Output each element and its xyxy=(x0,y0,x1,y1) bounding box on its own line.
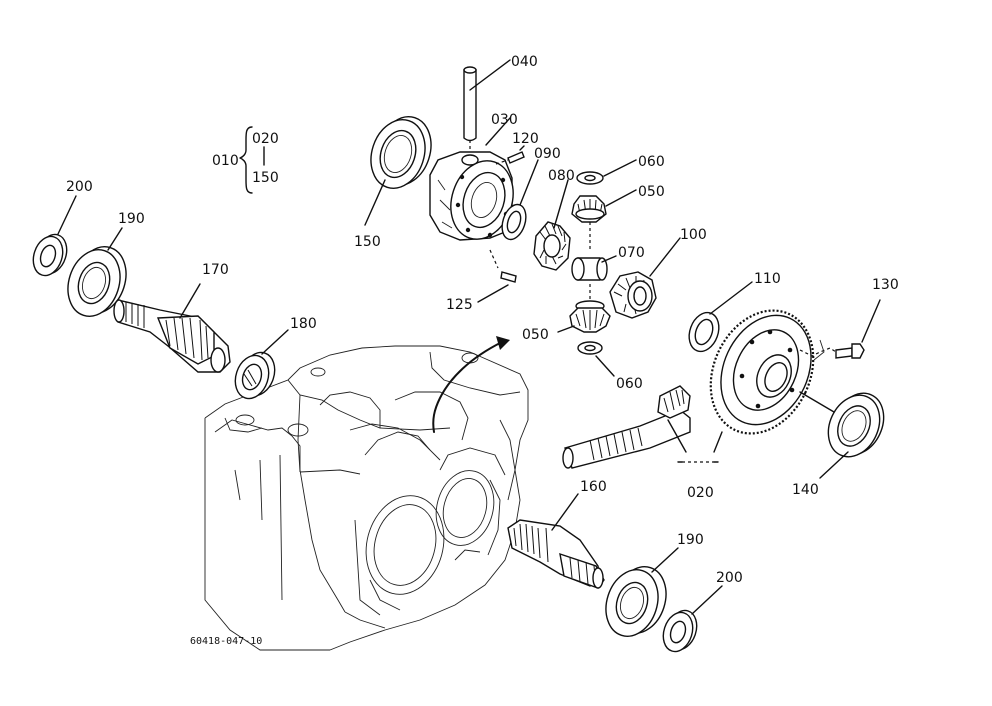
part-050-pinion-lower xyxy=(557,284,611,333)
group-from-label: 020 xyxy=(252,131,279,147)
part-080-side-gear xyxy=(533,179,571,271)
callout-200-left: 200 xyxy=(66,179,93,195)
group-parent-label: 010 xyxy=(212,153,239,169)
part-110-washer xyxy=(688,281,753,353)
callout-180: 180 xyxy=(290,316,317,332)
part-130-bolt xyxy=(799,299,881,361)
callout-140: 140 xyxy=(792,482,819,498)
callout-040: 040 xyxy=(511,54,538,70)
callout-130: 130 xyxy=(872,277,899,293)
callout-070: 070 xyxy=(618,245,645,261)
part-125-pin xyxy=(477,249,517,303)
part-160-splined-shaft xyxy=(507,493,605,589)
part-050-pinion-top xyxy=(571,189,637,252)
part-020-bevel-pinion-shaft xyxy=(562,385,723,469)
part-190-bearing-left xyxy=(67,227,127,317)
callout-060-top: 060 xyxy=(638,154,665,170)
callout-050-lower: 050 xyxy=(522,327,549,343)
part-030-differential-case xyxy=(429,117,514,241)
callout-labels: 040 030 120 090 060 080 050 150 070 100 … xyxy=(66,54,899,586)
callout-060-lower: 060 xyxy=(616,376,643,392)
part-150-bearing xyxy=(364,116,432,226)
transmission-housing xyxy=(204,345,529,651)
drawing-number: 60418-047-10 xyxy=(190,636,262,647)
part-060-washer-lower xyxy=(577,341,615,377)
callout-080: 080 xyxy=(548,168,575,184)
callout-020: 020 xyxy=(687,485,714,501)
part-090-washer xyxy=(501,159,539,241)
callout-160: 160 xyxy=(580,479,607,495)
callout-190-left: 190 xyxy=(118,211,145,227)
part-200-washer-left xyxy=(32,195,77,277)
part-200-washer-lower xyxy=(662,585,723,653)
part-020-ring-gear xyxy=(709,309,815,435)
callout-150: 150 xyxy=(354,234,381,250)
part-040-pin xyxy=(463,59,511,160)
part-070-shaft xyxy=(571,255,617,281)
part-100-side-gear xyxy=(609,237,681,319)
callout-190-lower: 190 xyxy=(677,532,704,548)
callout-050-top: 050 xyxy=(638,184,665,200)
group-bracket: 010 020 150 xyxy=(212,126,279,194)
part-190-bearing-lower xyxy=(605,547,679,637)
callout-200-lower: 200 xyxy=(716,570,743,586)
insertion-arrow xyxy=(432,336,510,433)
callout-170: 170 xyxy=(202,262,229,278)
callout-030: 030 xyxy=(491,112,518,128)
part-140-bearing xyxy=(799,391,885,479)
part-170-splined-shaft xyxy=(113,283,231,373)
part-120-pin xyxy=(495,145,525,165)
callout-110: 110 xyxy=(754,271,781,287)
group-to-label: 150 xyxy=(252,170,279,186)
callout-125: 125 xyxy=(446,297,473,313)
part-180-bearing xyxy=(234,329,289,400)
callout-120: 120 xyxy=(512,131,539,147)
callout-100: 100 xyxy=(680,227,707,243)
callout-090: 090 xyxy=(534,146,561,162)
part-060-washer-top xyxy=(576,159,637,185)
